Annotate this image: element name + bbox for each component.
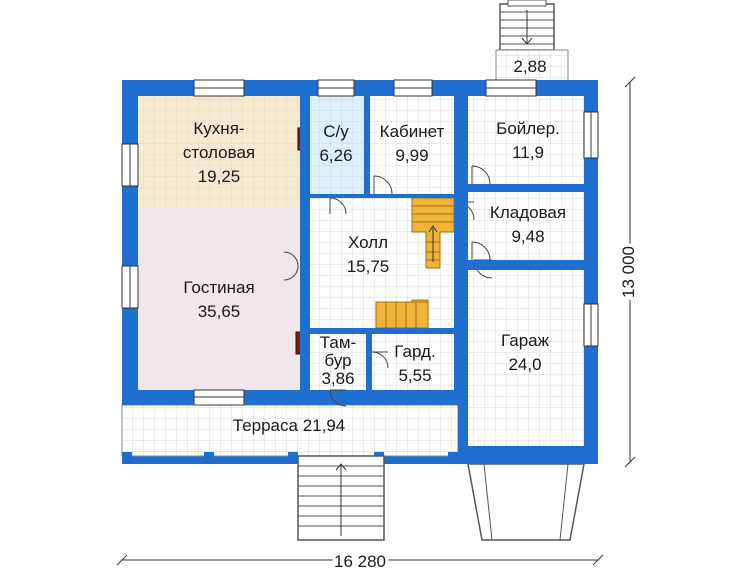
vestibule-floor bbox=[310, 334, 366, 390]
rear-porch-stairs bbox=[499, 0, 555, 51]
pantry-floor bbox=[468, 192, 584, 260]
wardrobe-floor bbox=[372, 334, 454, 390]
wc-label: С/у bbox=[323, 122, 349, 141]
hall-staircase bbox=[375, 197, 455, 329]
office-label: Кабинет bbox=[380, 122, 445, 141]
kitchen-label: столовая bbox=[183, 143, 255, 162]
vestibule-label: бур bbox=[324, 351, 351, 370]
house-wall-right-lower bbox=[458, 390, 468, 464]
kitchen-floor bbox=[138, 96, 300, 208]
vestibule-area: 3,86 bbox=[321, 369, 354, 388]
pantry-label: Кладовая bbox=[490, 203, 566, 222]
terrace-floor bbox=[121, 404, 459, 457]
wardrobe-label: Гард. bbox=[394, 342, 435, 361]
porch-area: 2,88 bbox=[513, 57, 546, 76]
terrace-label: Терраса 21,94 bbox=[233, 416, 345, 435]
kitchen-label: Кухня- bbox=[193, 119, 244, 138]
garage-ramp bbox=[467, 463, 585, 541]
boiler-floor bbox=[468, 96, 584, 184]
wc-area: 6,26 bbox=[319, 146, 352, 165]
garage-label: Гараж bbox=[501, 331, 550, 350]
living-floor bbox=[138, 208, 300, 390]
height-dimension-label: 13 000 bbox=[619, 246, 638, 298]
terrace-wall-right bbox=[300, 390, 458, 405]
boiler-area: 11,9 bbox=[512, 143, 544, 162]
hall-area: 15,75 bbox=[347, 257, 390, 276]
garage-area: 24,0 bbox=[508, 355, 541, 374]
pantry-area: 9,48 bbox=[511, 227, 544, 246]
dimension-height bbox=[624, 76, 636, 468]
width-dimension-label: 16 280 bbox=[334, 552, 386, 571]
hall-label: Холл bbox=[348, 233, 388, 252]
windows bbox=[121, 79, 599, 406]
wc-floor bbox=[310, 96, 364, 194]
living-area: 35,65 bbox=[198, 302, 241, 321]
vestibule-label: Там- bbox=[320, 333, 356, 352]
terrace-column bbox=[204, 452, 214, 462]
office-area: 9,99 bbox=[395, 146, 428, 165]
terrace-column bbox=[288, 452, 298, 462]
garage-floor bbox=[468, 270, 584, 446]
living-label: Гостиная bbox=[183, 278, 254, 297]
office-floor bbox=[370, 96, 454, 194]
kitchen-area: 19,25 bbox=[198, 167, 241, 186]
terrace-column bbox=[122, 452, 132, 462]
rear-porch bbox=[495, 49, 569, 83]
front-stairs bbox=[297, 455, 385, 541]
boiler-label: Бойлер. bbox=[496, 119, 560, 138]
dimension-width bbox=[116, 554, 604, 566]
terrace-column bbox=[448, 452, 458, 462]
wardrobe-area: 5,55 bbox=[398, 366, 431, 385]
interior-walls bbox=[300, 96, 584, 464]
